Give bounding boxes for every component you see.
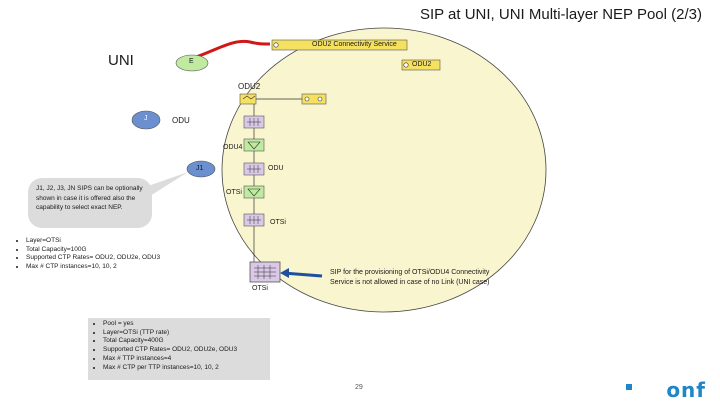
otsi-mid-symbol: [247, 188, 261, 197]
odu2-endpoint-label: ODU2: [412, 61, 432, 68]
otsi-inner-label: OTSi: [270, 219, 286, 226]
pool-property-layer: Layer=OTSi (TTP rate): [103, 329, 237, 338]
page-number: 29: [355, 384, 363, 391]
callout-tail: [148, 172, 188, 196]
pool-property-max-ctp-per-ttp: Max # CTP per TTP instances=10, 10, 2: [103, 364, 237, 373]
otsi-properties-list: Layer=OTSi Total Capacity=100G Supported…: [17, 237, 160, 272]
node-j1[interactable]: [186, 160, 216, 178]
sip-note-arrowhead: [280, 268, 289, 278]
odu2-peer-dot-b: [317, 96, 323, 102]
onf-logo: onf: [666, 378, 706, 402]
node-e[interactable]: [175, 54, 209, 72]
otsi-property-rates: Supported CTP Rates= ODU2, ODU2e, ODU3: [26, 254, 160, 263]
sip-note: SIP for the provisioning of OTSi/ODU4 Co…: [330, 269, 490, 286]
otsi-mid-label: OTSi: [226, 189, 242, 196]
connectivity-service-bar[interactable]: [271, 39, 408, 51]
connectivity-service-line: [179, 39, 271, 64]
node-j1-label: J1: [196, 165, 204, 172]
pool-properties-background: [88, 318, 270, 380]
uni-label: UNI: [108, 52, 134, 69]
connectivity-service-label: ODU2 Connectivity Service: [312, 41, 397, 48]
odu4-symbol: [247, 141, 261, 150]
pool-property-capacity: Total Capacity=400G: [103, 337, 237, 346]
node-j-label: J: [144, 115, 148, 122]
page-title: SIP at UNI, UNI Multi-layer NEP Pool (2/…: [419, 6, 702, 23]
odu-label: ODU: [172, 116, 190, 125]
odu-j1-symbol: [247, 165, 261, 173]
otsi-pool-symbol: [254, 265, 276, 279]
odu-adaptation-symbol: [247, 118, 261, 126]
otsi-property-layer: Layer=OTSi: [26, 237, 160, 246]
odu2-ctp-box[interactable]: [239, 93, 257, 105]
odu2-layer-label: ODU2: [238, 82, 261, 91]
otsi-inner-symbol: [247, 216, 261, 224]
sip-note-arrow: [282, 271, 323, 278]
onf-logo-mark: [626, 384, 632, 390]
pool-property-max-ttp: Max # TTP instances=4: [103, 355, 237, 364]
otsi-property-capacity: Total Capacity=100G: [26, 246, 160, 255]
cs-endpoint-left: [273, 42, 279, 48]
odu4-label: ODU4: [223, 144, 243, 151]
pool-properties-list: Pool = yes Layer=OTSi (TTP rate) Total C…: [94, 320, 237, 372]
pool-property-rates: Supported CTP Rates= ODU2, ODU2e, ODU3: [103, 346, 237, 355]
sip-callout: J1, J2, J3, JN SIPS can be optionally sh…: [28, 178, 152, 228]
odu2-endpoint-bar[interactable]: [401, 59, 441, 71]
odu2-peer-bar[interactable]: [301, 93, 327, 105]
otsi-property-max-ctp: Max # CTP instances=10, 10, 2: [26, 263, 160, 272]
odu2-peer-dot-a: [304, 96, 310, 102]
node-e-label: E: [189, 58, 194, 65]
pool-property-pool: Pool = yes: [103, 320, 237, 329]
otsi-bottom-label: OTSi: [252, 285, 268, 292]
odu-j1-label: ODU: [268, 165, 284, 172]
odu2-ctp-symbol: [242, 95, 256, 100]
node-j[interactable]: [131, 110, 161, 130]
odu2-endpoint-dot: [403, 62, 409, 68]
